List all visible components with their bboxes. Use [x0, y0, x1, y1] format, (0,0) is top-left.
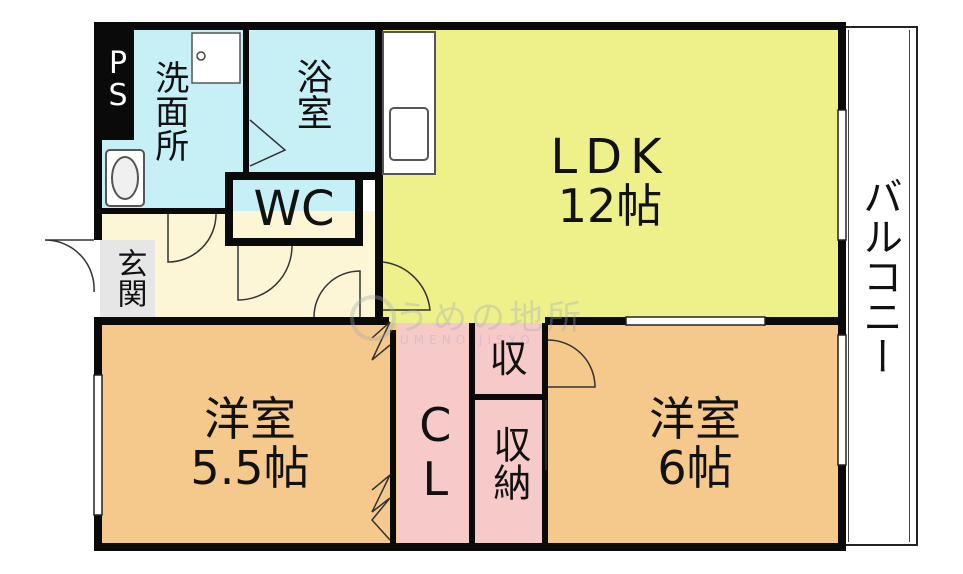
wall-middle-right2 — [765, 317, 846, 325]
label-ldk-size: 12帖 — [557, 179, 663, 233]
western-room-2 — [546, 323, 843, 545]
label-bath: 浴室 — [290, 58, 332, 130]
bath — [245, 28, 377, 178]
western2-door-icon — [547, 339, 596, 388]
label-western1-size: 5.5帖 — [190, 441, 310, 495]
wall-storage-divider — [471, 394, 548, 400]
label-ldk: LDK — [550, 129, 670, 185]
label-balcony: バルコニー — [856, 176, 902, 376]
storage-small — [471, 323, 546, 395]
wall-outer-top — [94, 22, 846, 30]
bath-door-icon — [249, 119, 287, 167]
wall-cl-left — [390, 330, 396, 545]
wall-outer-right — [838, 22, 846, 551]
wall-middle-right — [545, 317, 626, 325]
washbasin-bowl-icon — [111, 156, 139, 200]
wall-cl-right — [469, 323, 475, 545]
label-western2: 洋室 — [649, 392, 741, 446]
wall-wc-right — [355, 172, 363, 246]
wall-bath-left — [243, 28, 249, 178]
label-washroom: 洗面所 — [148, 60, 189, 162]
label-closet: CL — [408, 398, 463, 506]
ldk-room — [377, 28, 843, 323]
ldk-door-icon — [382, 261, 431, 311]
ldk-window-icon — [837, 109, 847, 241]
label-western1: 洋室 — [204, 392, 296, 446]
closet-cl — [397, 323, 471, 545]
western1-window-icon — [93, 374, 103, 516]
entrance — [100, 240, 155, 323]
label-entrance: 玄関 — [111, 248, 147, 308]
wall-wc-bottom — [225, 238, 361, 246]
balcony-railing — [848, 30, 910, 542]
label-storage-small: 収 — [489, 337, 528, 381]
wall-storage-right — [542, 323, 548, 545]
western2-window-icon — [837, 334, 847, 466]
storage — [471, 400, 546, 545]
wc-door-icon — [237, 245, 293, 301]
western-room-1 — [100, 323, 397, 545]
partition-window-icon — [625, 316, 766, 326]
wall-ldk-left — [375, 22, 383, 317]
wall-wc-box — [225, 172, 383, 180]
label-wc: WC — [253, 181, 335, 237]
entrance-door-icon — [44, 239, 95, 293]
western1-door-icon — [313, 270, 361, 318]
washroom-door-icon — [167, 213, 217, 263]
label-ps: PS — [108, 46, 128, 113]
wall-wc-left — [225, 172, 233, 244]
wall-outer-bottom — [94, 543, 846, 551]
label-western2-size: 6帖 — [657, 441, 733, 495]
label-storage: 収納 — [486, 425, 531, 501]
wall-outer-left-upper — [94, 22, 102, 240]
washer-space-icon — [191, 32, 241, 84]
wall-middle — [94, 317, 389, 325]
kitchen-sink-icon — [389, 107, 429, 161]
wall-ps — [102, 30, 134, 140]
wall-washroom-bottom — [94, 208, 230, 214]
closet-door-icon — [371, 474, 391, 541]
